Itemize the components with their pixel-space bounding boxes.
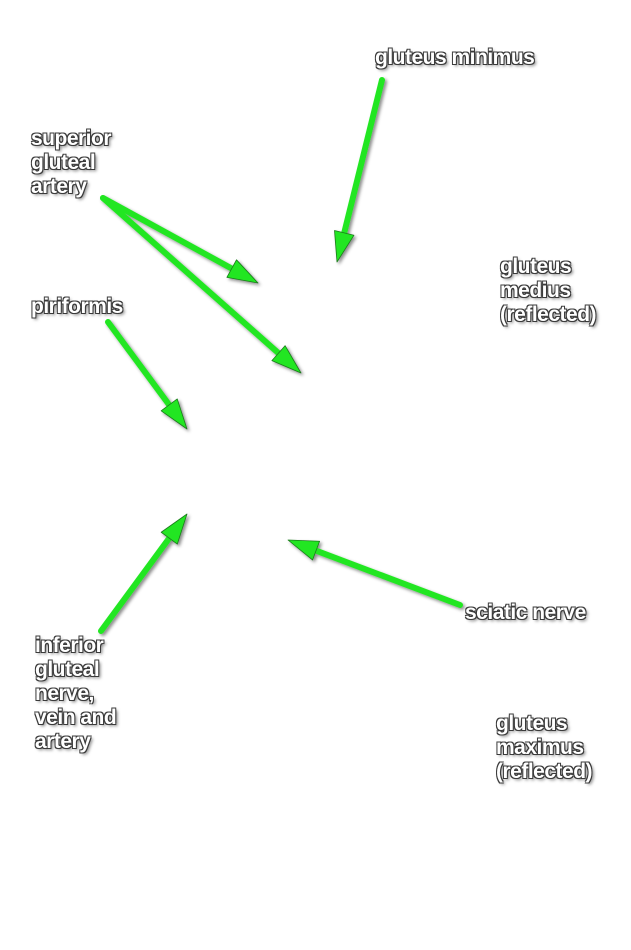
arrow-gluteus-minimus-shaft: [340, 77, 385, 238]
arrow-inferior-gluteal-shaft: [98, 533, 174, 634]
arrow-sciatic-nerve-head: [287, 539, 320, 561]
arrow-gluteus-minimus-head: [334, 230, 355, 263]
arrow-inferior-gluteal: [98, 513, 188, 634]
arrow-inferior-gluteal-head: [160, 513, 188, 545]
arrow-gluteus-minimus: [334, 77, 385, 263]
label-inferior-gluteal-nerve-vein-artery: inferior gluteal nerve, vein and artery: [35, 634, 117, 753]
arrow-sciatic-nerve: [287, 539, 463, 608]
arrow-superior-gluteal-artery-2: [100, 195, 302, 374]
label-piriformis: piriformis: [31, 295, 123, 318]
arrow-piriformis-head: [160, 398, 188, 430]
arrow-superior-gluteal-artery-2-head: [271, 345, 302, 374]
label-superior-gluteal-artery: superior gluteal artery: [31, 127, 112, 198]
arrow-piriformis: [105, 319, 188, 430]
arrow-superior-gluteal-artery-1: [100, 195, 259, 284]
arrow-superior-gluteal-artery-1-shaft: [100, 195, 237, 273]
label-gluteus-maximus: gluteus maximus (reflected): [496, 712, 593, 783]
arrow-superior-gluteal-artery-2-shaft: [100, 195, 284, 358]
label-gluteus-medius: gluteus medius (reflected): [500, 255, 597, 326]
label-sciatic-nerve: sciatic nerve: [465, 601, 586, 624]
label-gluteus-minimus: gluteus minimus: [375, 46, 535, 69]
arrow-sciatic-nerve-shaft: [311, 546, 463, 608]
arrow-piriformis-shaft: [105, 319, 174, 410]
arrow-superior-gluteal-artery-1-head: [226, 259, 259, 284]
